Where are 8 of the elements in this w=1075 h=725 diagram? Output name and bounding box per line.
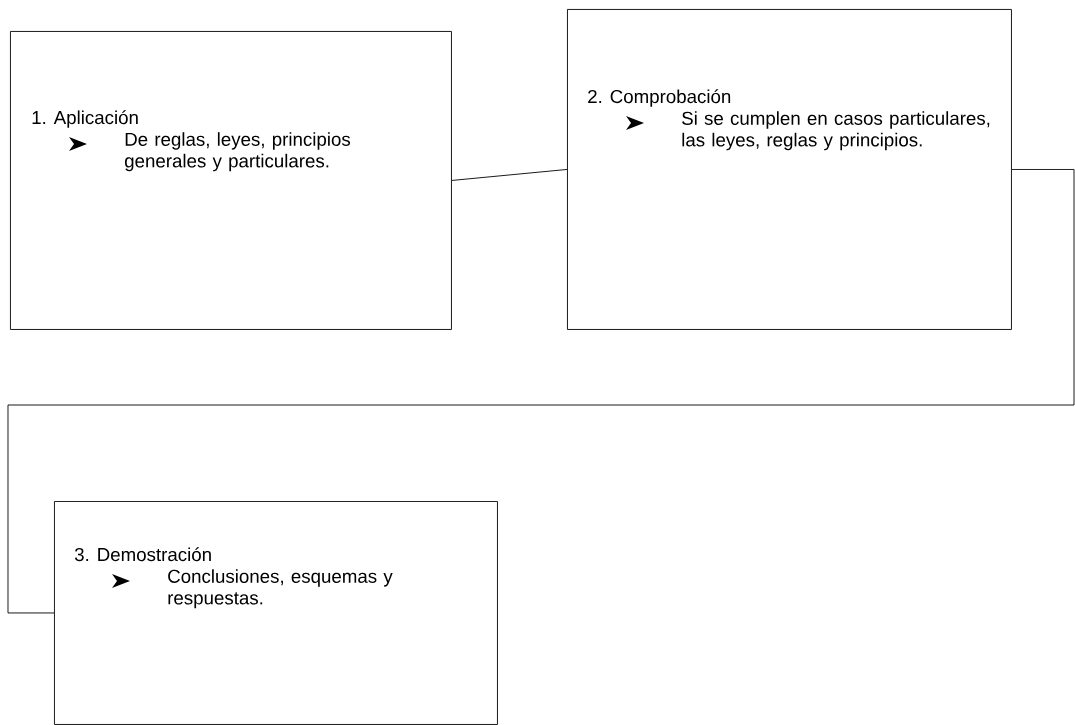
connector-line — [451, 169, 568, 181]
body-text: Conclusiones, esquemas y respuestas. — [168, 569, 393, 609]
body-text: De reglas, leyes, principios generales y particulares. — [125, 132, 351, 172]
heading-text: 1. Aplicación — [32, 110, 138, 128]
body-text: Si se cumplen en casos particulares, las leyes, reglas y principios. — [682, 111, 990, 151]
connector-line — [7, 169, 1075, 614]
heading-text: 3. Demostración — [74, 547, 211, 562]
heading-text: 2. Comprobación — [588, 89, 731, 107]
